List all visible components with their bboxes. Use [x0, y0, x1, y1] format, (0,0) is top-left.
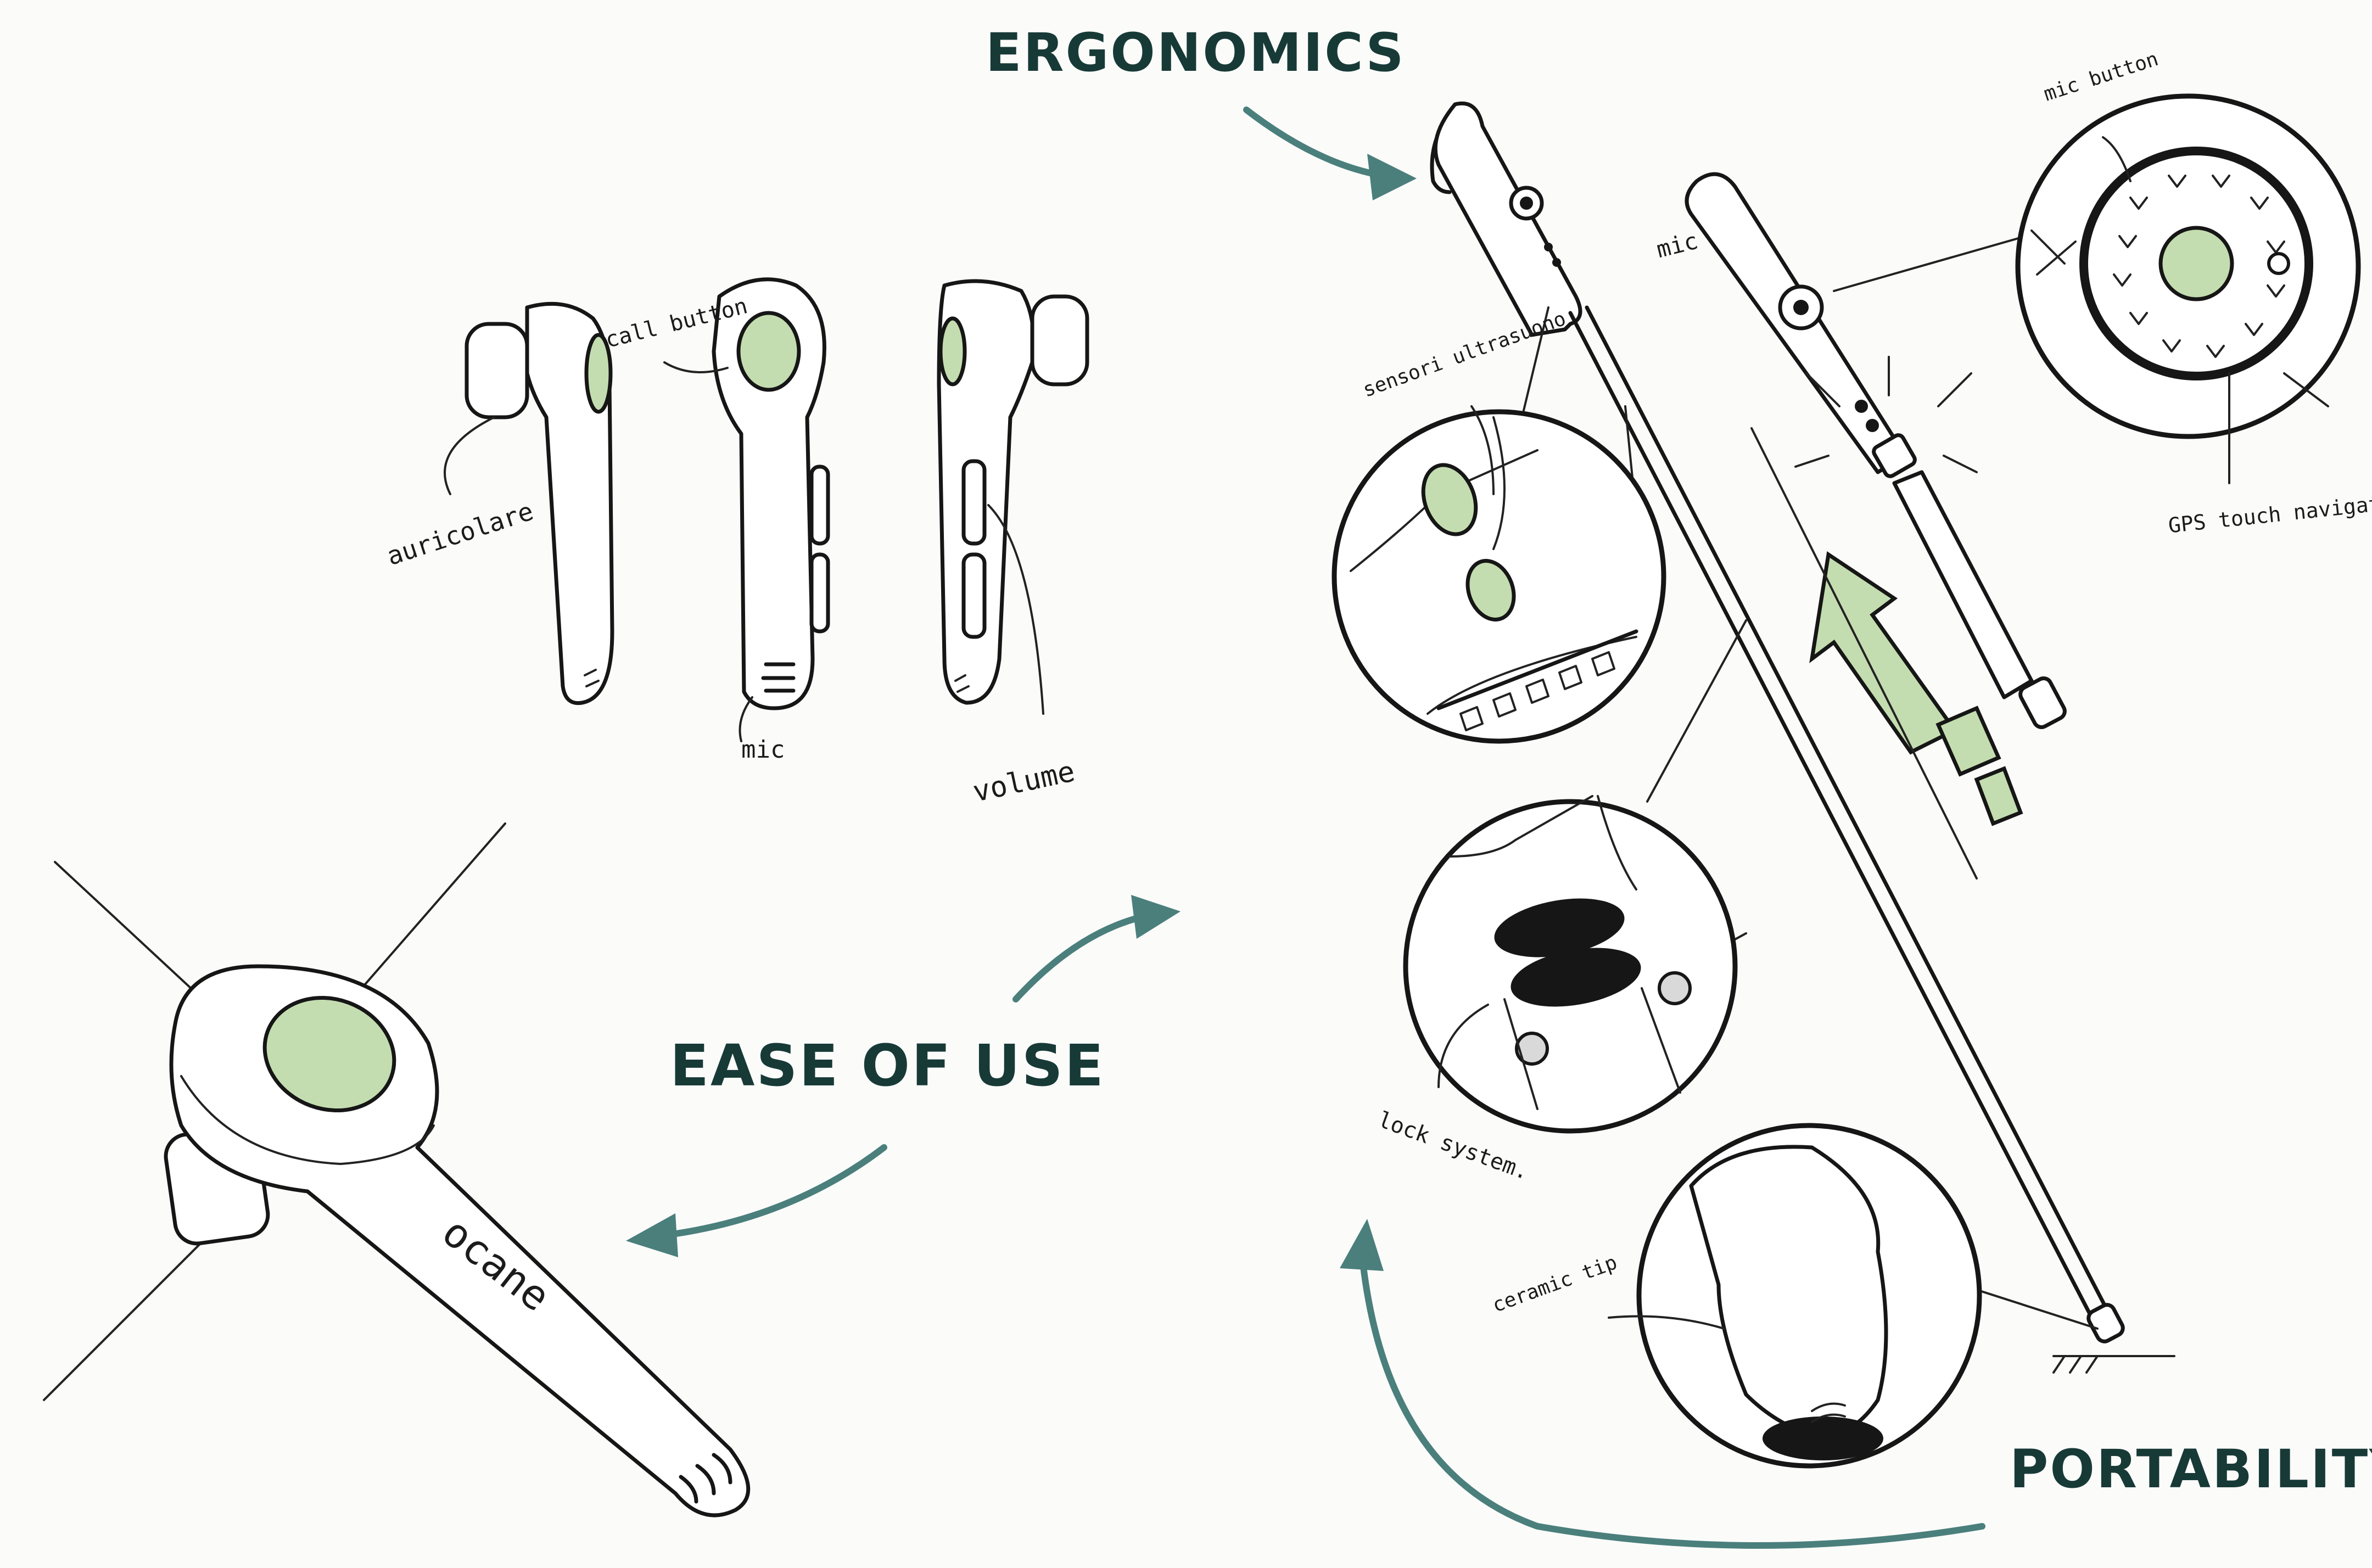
- handle-side-view-right: [937, 279, 1089, 705]
- leader-lock: [1437, 1004, 1489, 1088]
- note-auricolare: auricolare: [383, 496, 537, 571]
- heading-ergonomics: ERGONOMICS: [986, 22, 1406, 83]
- cane-full-view: [1430, 101, 2175, 1374]
- arrow-ergonomics: [1243, 107, 1417, 200]
- leader-call-button: [663, 361, 729, 373]
- heading-ease-of-use: EASE OF USE: [670, 1032, 1105, 1099]
- up-arrow-motif: [1809, 551, 2023, 826]
- handle-perspective-sketch: [43, 822, 751, 1517]
- arrow-to-handle: [626, 1144, 887, 1257]
- leader-ceramic-tip: [1608, 1315, 1725, 1330]
- detail-gps-navigator: [1833, 93, 2361, 439]
- ground-line: [1750, 427, 1978, 880]
- arrow-to-cane: [1012, 895, 1181, 1003]
- handle-front-view: [712, 277, 830, 710]
- leader-volume: [987, 504, 1044, 715]
- note-volume: volume: [970, 755, 1078, 809]
- arrow-portability: [1340, 1219, 1985, 1549]
- handle-side-view-left: [465, 301, 614, 705]
- note-ceramic-tip: ceramic tip: [1490, 1251, 1620, 1317]
- detail-lock-system: [1403, 619, 1747, 1134]
- note-mic-button: mic button: [2041, 48, 2161, 106]
- note-gps-navigator: GPS touch navigator: [2167, 489, 2372, 537]
- leader-mic-button: [2102, 136, 2132, 182]
- leader-mic: [739, 696, 753, 742]
- note-mic-cane: mic: [1654, 227, 1700, 263]
- detail-ultrasonic-sensors: [1332, 306, 1666, 744]
- detail-ceramic-tip: [1636, 1123, 2099, 1469]
- note-mic-handle: mic: [741, 736, 785, 764]
- leader-auricolare: [444, 416, 495, 495]
- cane-disassembled-view: [1685, 172, 2067, 729]
- heading-portability: PORTABILITY: [2010, 1438, 2372, 1500]
- leader-sensors: [1470, 405, 1506, 550]
